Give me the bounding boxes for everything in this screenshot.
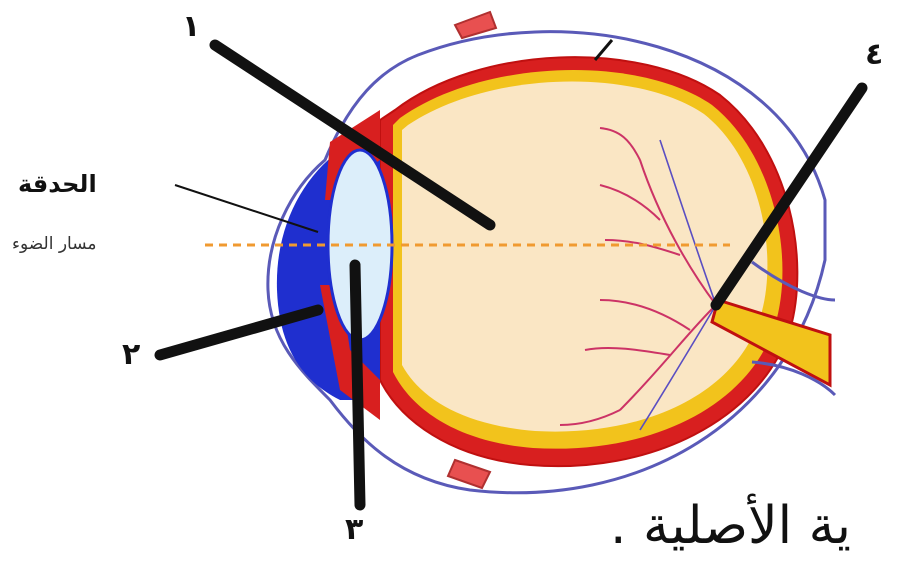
label-2: ٢ xyxy=(122,340,140,370)
label-pupil: الحدقة xyxy=(18,172,97,196)
pointer-line-3 xyxy=(355,265,360,505)
label-3: ٣ xyxy=(345,515,363,545)
label-light-path: مسار الضوء xyxy=(12,236,97,253)
vitreous-body xyxy=(402,81,767,431)
label-1: ١ xyxy=(182,12,200,42)
sclera-mark xyxy=(595,40,612,60)
muscle-bottom xyxy=(448,460,490,488)
muscle-top xyxy=(455,12,496,38)
label-4: ٤ xyxy=(865,40,883,70)
caption-text: ية الأصلية . xyxy=(610,500,851,552)
